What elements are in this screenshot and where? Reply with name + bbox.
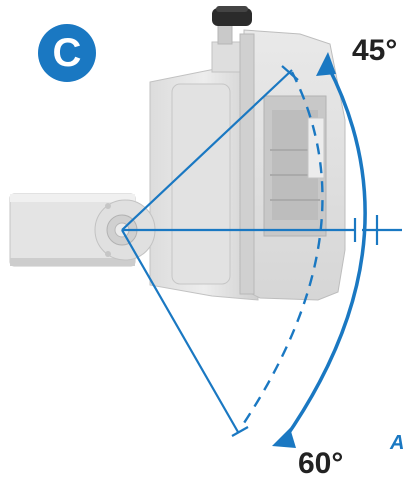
knob-icon	[212, 8, 252, 26]
lamp-housing	[149, 6, 259, 301]
dashed-travel-arc	[240, 71, 324, 427]
upper-tilt-line	[121, 69, 293, 231]
corner-label: A	[390, 432, 405, 454]
arrow-up-icon	[316, 52, 336, 76]
lower-tilt-line	[121, 229, 239, 433]
lower-tick	[231, 426, 249, 437]
angle-up-label: 45°	[352, 34, 398, 67]
rotation-arc	[282, 65, 367, 442]
arrow-down-icon	[272, 428, 296, 448]
angle-down-label: 60°	[298, 447, 344, 480]
step-badge: C	[38, 24, 96, 82]
front-plate	[239, 29, 346, 301]
